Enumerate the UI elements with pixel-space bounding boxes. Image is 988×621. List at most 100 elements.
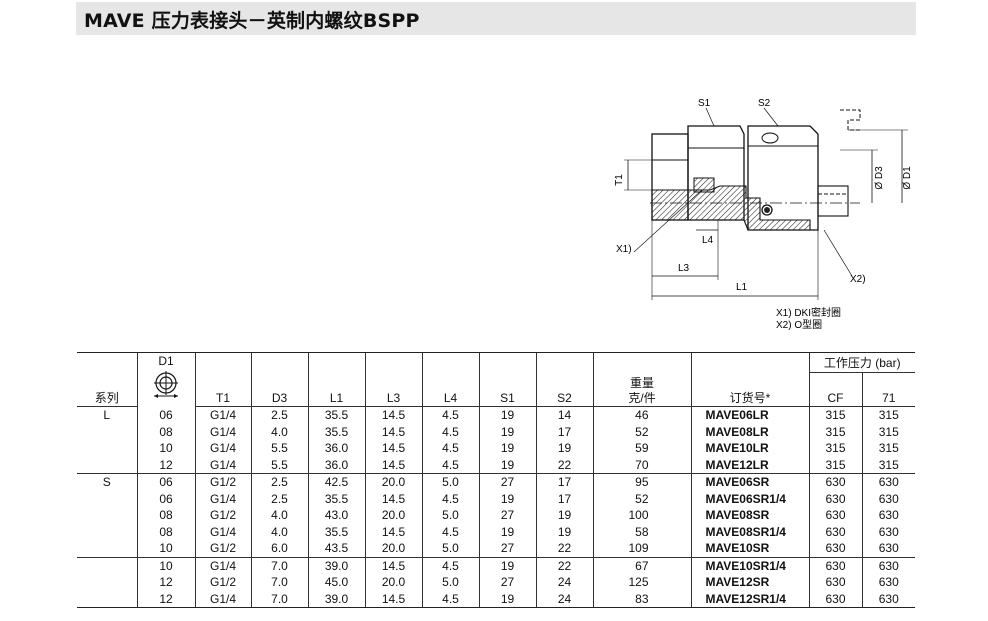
cell-d3: 2.5 [250, 490, 308, 507]
cell-cf: 630 [808, 556, 862, 574]
cell-d1: 06 [136, 406, 195, 424]
cell-wt: 95 [592, 473, 691, 491]
cell-series [77, 440, 137, 457]
tube [817, 185, 849, 217]
cell-s1: 19 [478, 590, 536, 608]
header-l3: L3 [364, 372, 422, 407]
cell-pn: MAVE08SR [690, 507, 809, 524]
cell-cf: 315 [808, 440, 862, 457]
cell-l3: 14.5 [364, 523, 422, 540]
header-s1: S1 [478, 372, 536, 407]
label-l1: L1 [736, 282, 748, 293]
cell-t1: G1/4 [194, 556, 251, 574]
cell-l1: 43.5 [307, 540, 365, 557]
cell-cf: 630 [808, 473, 862, 491]
cell-pn: MAVE06SR [690, 473, 809, 491]
cell-wt: 58 [592, 523, 691, 540]
title-bar: MAVE 压力表接头－英制内螺纹BSPP [76, 2, 916, 35]
header-weight-top: 重量 [629, 376, 654, 390]
cell-s1: 19 [478, 456, 536, 474]
cell-p71: 630 [861, 574, 915, 591]
spec-table: D1 工作压力 (bar) 系列 T1 D3 L1 L3 L4 [77, 352, 915, 608]
cell-d1: 06 [136, 490, 195, 507]
cell-l4: 4.5 [421, 440, 479, 457]
cell-series [77, 457, 137, 474]
cell-series [77, 424, 137, 441]
cell-d1: 10 [136, 556, 195, 574]
cell-l3: 14.5 [364, 406, 422, 424]
cell-pn: MAVE10LR [690, 440, 809, 457]
cell-s2: 22 [535, 456, 593, 474]
cell-l1: 35.5 [307, 490, 365, 507]
cell-s2: 14 [535, 406, 593, 424]
cell-series [77, 590, 137, 608]
technical-drawing: Ø D3 Ø D1 S1 S2 T1 X1) L4 L3 L1 X2) X1) … [614, 98, 913, 330]
cell-l4: 5.0 [421, 540, 479, 557]
cell-l4: 4.5 [421, 490, 479, 507]
cell-cf: 630 [808, 540, 862, 557]
cell-pn: MAVE10SR1/4 [690, 556, 809, 574]
cell-series [77, 524, 137, 541]
cell-t1: G1/4 [194, 440, 251, 457]
cell-p71: 630 [861, 590, 915, 608]
cell-l1: 39.0 [307, 590, 365, 608]
cell-t1: G1/4 [194, 490, 251, 507]
cell-l3: 14.5 [364, 556, 422, 574]
header-l4: L4 [421, 372, 479, 407]
cell-l1: 42.5 [307, 473, 365, 491]
cell-t1: G1/4 [194, 523, 251, 540]
label-s1: S1 [698, 98, 711, 109]
cell-cf: 315 [808, 456, 862, 474]
cell-s1: 27 [478, 574, 536, 591]
cell-pn: MAVE10SR [690, 540, 809, 557]
label-t1: T1 [614, 174, 625, 186]
cell-d1: 08 [136, 507, 195, 524]
cell-wt: 52 [592, 490, 691, 507]
cell-s1: 19 [478, 523, 536, 540]
cell-cf: 630 [808, 590, 862, 608]
cell-pn: MAVE06SR1/4 [690, 490, 809, 507]
label-l3: L3 [678, 263, 690, 274]
cell-l3: 14.5 [364, 490, 422, 507]
cell-p71: 315 [861, 456, 915, 474]
cell-l4: 4.5 [421, 423, 479, 440]
cell-l3: 20.0 [364, 507, 422, 524]
cell-series: S [77, 473, 137, 491]
cell-p71: 315 [861, 423, 915, 440]
cell-wt: 100 [592, 507, 691, 524]
cell-d3: 7.0 [250, 590, 308, 608]
cell-d1: 10 [136, 440, 195, 457]
header-s2: S2 [535, 372, 593, 407]
d1-diameter-icon [154, 371, 178, 398]
page-title: MAVE 压力表接头－英制内螺纹BSPP [84, 10, 420, 32]
label-x2: X2) [850, 274, 866, 285]
cell-l1: 35.5 [307, 423, 365, 440]
header-d1: D1 [158, 354, 174, 368]
cell-s2: 24 [535, 590, 593, 608]
header-weight-bottom: 克/件 [628, 391, 656, 405]
cell-l4: 4.5 [421, 406, 479, 424]
table-header: D1 工作压力 (bar) 系列 T1 D3 L1 L3 L4 [77, 352, 915, 407]
cell-wt: 83 [592, 590, 691, 608]
cell-wt: 67 [592, 556, 691, 574]
cell-cf: 315 [808, 406, 862, 424]
cell-t1: G1/2 [194, 473, 251, 491]
cell-p71: 630 [861, 540, 915, 557]
cell-d3: 2.5 [250, 473, 308, 491]
cell-s2: 24 [535, 574, 593, 591]
cell-d1: 12 [136, 574, 195, 591]
cell-p71: 630 [861, 507, 915, 524]
cell-series [77, 540, 137, 557]
header-series: 系列 [77, 372, 137, 407]
cell-cf: 630 [808, 507, 862, 524]
cell-s1: 27 [478, 473, 536, 491]
cell-series [77, 556, 137, 574]
cell-wt: 109 [592, 540, 691, 557]
cell-d3: 2.5 [250, 406, 308, 424]
